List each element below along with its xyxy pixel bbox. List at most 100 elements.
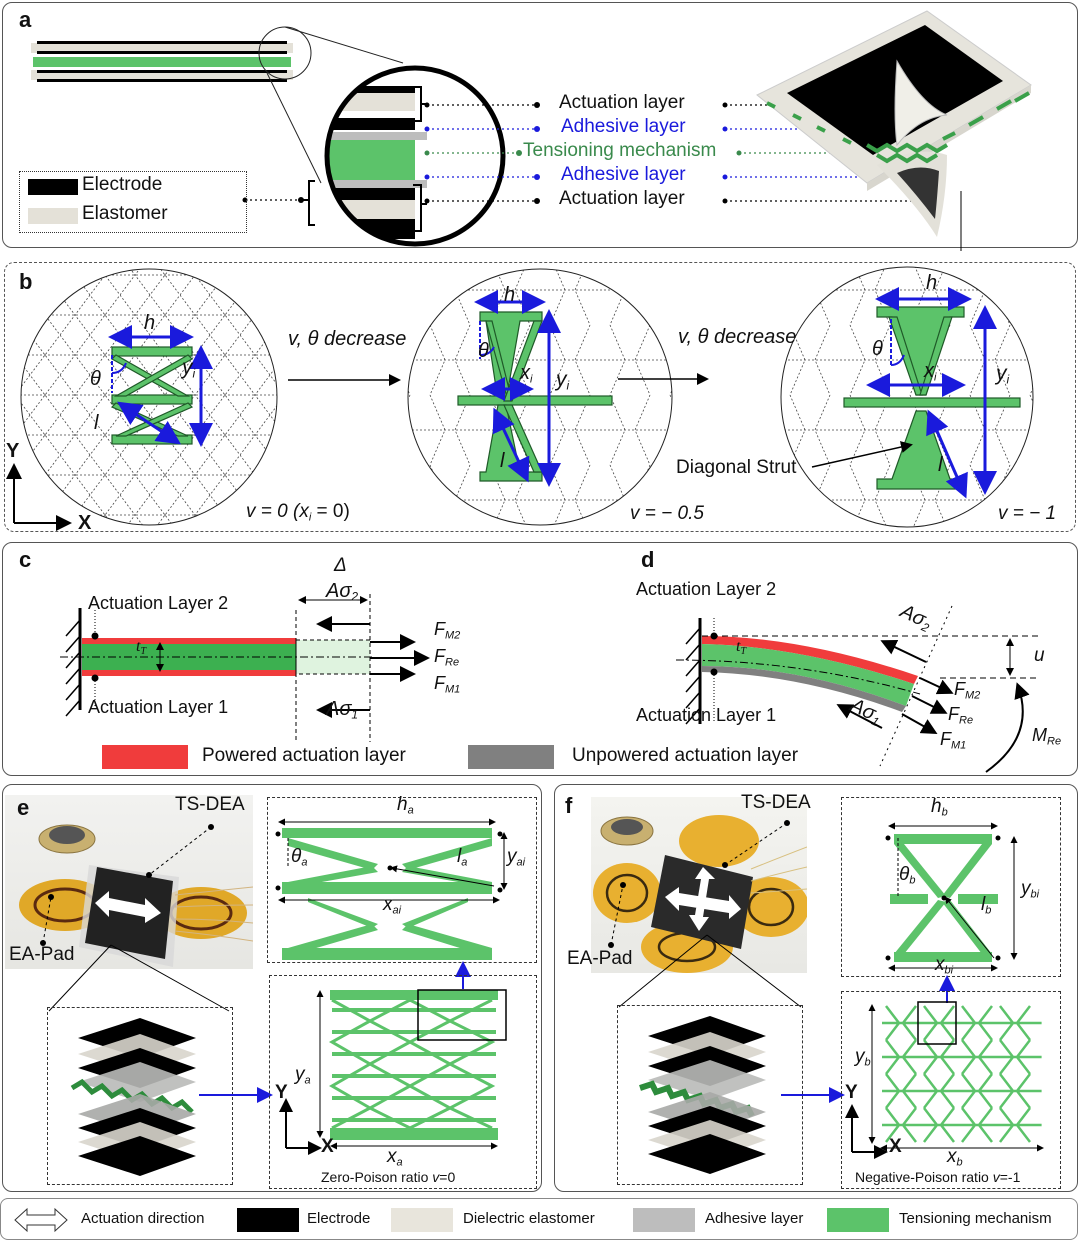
device-photo-e [5,795,253,969]
c-thickness: tT [136,638,147,657]
symbol-h-3: h [926,272,938,294]
zoom-line [284,26,404,64]
legend-swatch-elastomer [28,208,78,224]
e-tsdea-label: TS-DEA [175,794,245,815]
d-thickness: tT [736,638,747,657]
legend-actuation-direction: Actuation direction [81,1210,205,1227]
exploded-stack-f [617,1005,803,1185]
lattice-box-e [269,975,537,1189]
layer-label-adhesive-bottom: Adhesive layer [561,164,686,185]
symbol-l-2: l [500,450,505,472]
c-layer1-label: Actuation Layer 1 [88,697,229,717]
panel-a-legend: Electrode Elastomer [19,171,247,233]
bent-powered-layer [702,636,918,684]
powered-layer-top [82,638,296,644]
d-fre-label: FRe [948,704,974,727]
fixed-wall [65,608,82,717]
panel-b-label: b [19,269,33,294]
symbol-x-3: xi [924,360,937,384]
transition-label-1: v, θ decrease [288,328,407,350]
f-axis-y: Y [845,1082,858,1103]
c-a-sigma-1: Aσ1 [326,698,359,722]
unit-cell-e [282,828,492,960]
d-layer1-label: Actuation Layer 1 [636,705,777,725]
e-xi-label: xai [383,894,402,917]
unit-cell-box-f [841,797,1061,977]
swatch-electrode [237,1208,299,1232]
magnifier-circle [324,65,506,247]
swatch-tensioning-mechanism [827,1208,889,1232]
symbol-theta-2: θ [478,340,489,362]
legend-label-elastomer: Elastomer [82,203,168,224]
d-force-fm1 [901,713,938,734]
zoom-line [266,72,322,184]
zoom-indicator [258,26,404,184]
panel-f-label: f [565,793,573,818]
swatch-adhesive-layer [633,1208,695,1232]
swatch-dielectric-elastomer [391,1208,453,1232]
e-axis-y: Y [275,1082,288,1103]
bottom-legend: Actuation direction Electrode Dielectric… [0,1198,1078,1240]
transition-label-2: v, θ decrease [678,326,797,348]
f-tsdea-label: TS-DEA [741,792,811,813]
ea-pad-right [155,887,247,939]
f-axis-x: X [889,1136,902,1157]
symbol-l-1: l [94,412,99,434]
c-delta-label: Δ [334,555,347,576]
bent-unpowered-layer [702,666,906,712]
e-axis-x: X [321,1136,334,1157]
fixed-wall [685,618,702,725]
panel-d-diagram [675,605,1040,773]
f-yb-label: yb [855,1046,871,1069]
legend-label-electrode: Electrode [82,174,163,195]
axis-x-label: X [78,512,92,534]
symbol-theta-1: θ [90,368,101,390]
d-moment-arrow [985,682,1030,773]
panel-b: b [4,262,1076,532]
symbol-l-3: l [938,454,943,476]
legend-connector [242,180,315,226]
swatch-powered [102,745,188,769]
legend-electrode: Electrode [307,1210,371,1227]
panel-a-label: a [19,7,32,32]
stack-electrode [37,41,287,44]
e-h-label: ha [397,794,414,817]
stack-electrode [37,79,287,82]
stack-electrode [37,51,287,54]
zero-poisson-lattice [328,990,498,1140]
f-theta-label: θb [899,864,916,887]
caption-state-1: v = 0 (xi = 0) [246,501,350,524]
render-tensioning-struts [766,91,1030,164]
c-fm1-label: FM1 [434,673,461,696]
actuation-arrows-photo [665,867,741,931]
e-xa-label: xa [387,1146,403,1169]
stack-elastomer-bottom [31,70,293,80]
d-layer2-label: Actuation Layer 2 [636,579,777,599]
unit-cell-highlight-e [417,989,507,1041]
e-yi-label: yai [507,846,526,869]
d-force-a-sigma-1 [836,704,883,729]
symbol-h-1: h [144,312,156,334]
layer-label-actuation-bottom: Actuation layer [559,188,685,209]
f-yi-label: ybi [1021,878,1040,901]
panel-f: f TS-DEA EA-Pad [554,784,1078,1192]
stack-electrode [37,70,287,73]
symbol-y-3: yi [996,362,1010,387]
e-caption: Zero-Poison ratio v=0 [321,1169,456,1185]
panel-c-diagram [60,594,430,742]
symbol-theta-3: θ [872,338,883,360]
panel-cd: c d [2,542,1078,776]
e-eapad-label: EA-Pad [9,944,75,965]
symbol-x-2: xi [520,362,533,386]
state-zero-poisson [20,268,278,526]
e-ya-label: ya [295,1064,311,1087]
caption-state-2: v = − 0.5 [630,503,704,524]
f-eapad-label: EA-Pad [567,948,633,969]
symbol-y-1: yi [182,356,196,381]
panel-e: e TS-DEA EA-Pad [2,784,542,1192]
e-theta-label: θa [291,846,308,869]
diagonal-strut-label: Diagonal Strut [676,457,797,478]
c-layer2-label: Actuation Layer 2 [88,593,229,613]
actuation-arrow-photo [95,891,161,923]
exploded-stack-e [47,1007,233,1185]
